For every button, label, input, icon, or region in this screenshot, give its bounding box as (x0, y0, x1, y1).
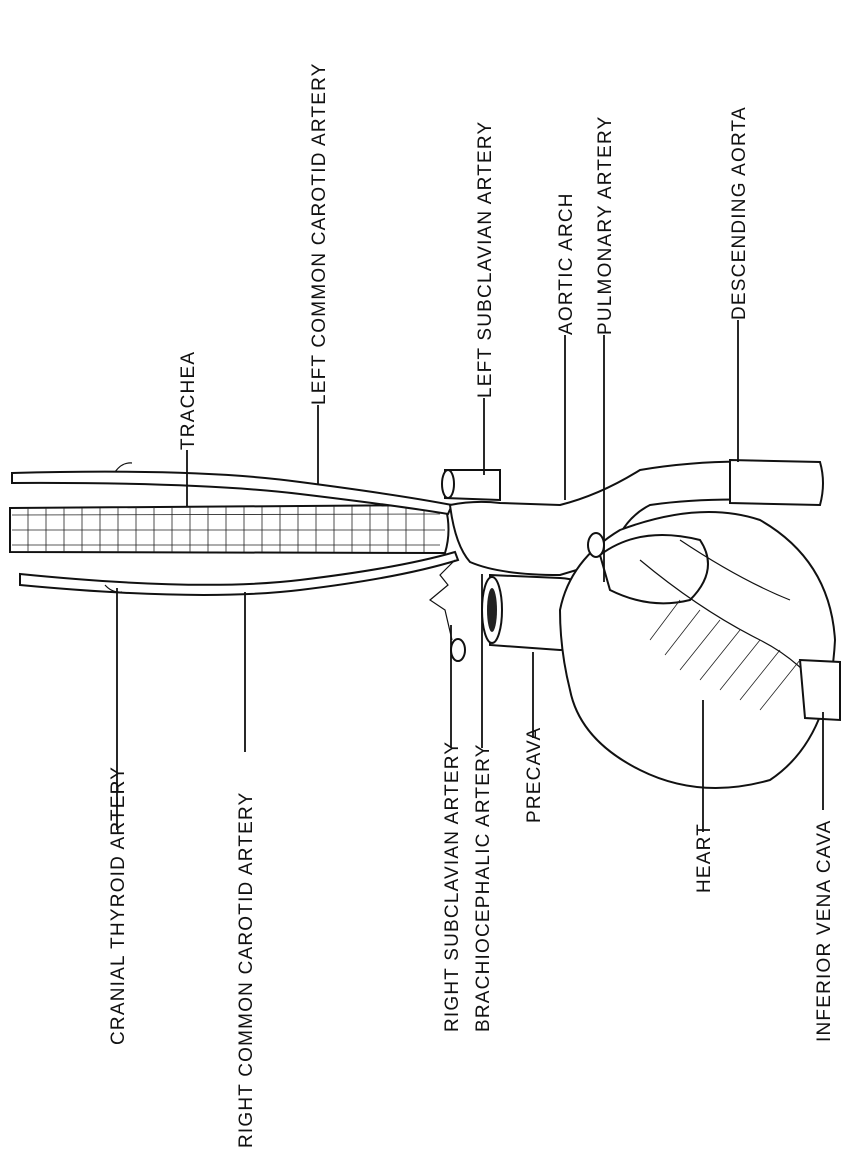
heart-drawing (560, 512, 840, 788)
label-left-subclavian-artery: LEFT SUBCLAVIAN ARTERY (475, 121, 496, 398)
label-left-common-carotid-artery: LEFT COMMON CAROTID ARTERY (309, 62, 330, 405)
trachea-drawing (10, 505, 449, 553)
label-precava: PRECAVA (524, 727, 545, 823)
label-pulmonary-artery: PULMONARY ARTERY (595, 116, 616, 335)
label-right-subclavian-artery: RIGHT SUBCLAVIAN ARTERY (442, 741, 463, 1032)
label-brachiocephalic-artery: BRACHIOCEPHALIC ARTERY (473, 743, 494, 1032)
label-aortic-arch: AORTIC ARCH (556, 192, 577, 335)
label-descending-aorta: DESCENDING AORTA (729, 106, 750, 320)
label-heart: HEART (694, 823, 715, 893)
label-inferior-vena-cava: INFERIOR VENA CAVA (814, 819, 835, 1042)
right-common-carotid-drawing (20, 552, 458, 595)
label-trachea: TRACHEA (178, 351, 199, 450)
label-cranial-thyroid-artery: CRANIAL THYROID ARTERY (108, 766, 129, 1045)
anatomy-drawing (10, 460, 840, 788)
label-right-common-carotid-artery: RIGHT COMMON CAROTID ARTERY (236, 792, 257, 1149)
